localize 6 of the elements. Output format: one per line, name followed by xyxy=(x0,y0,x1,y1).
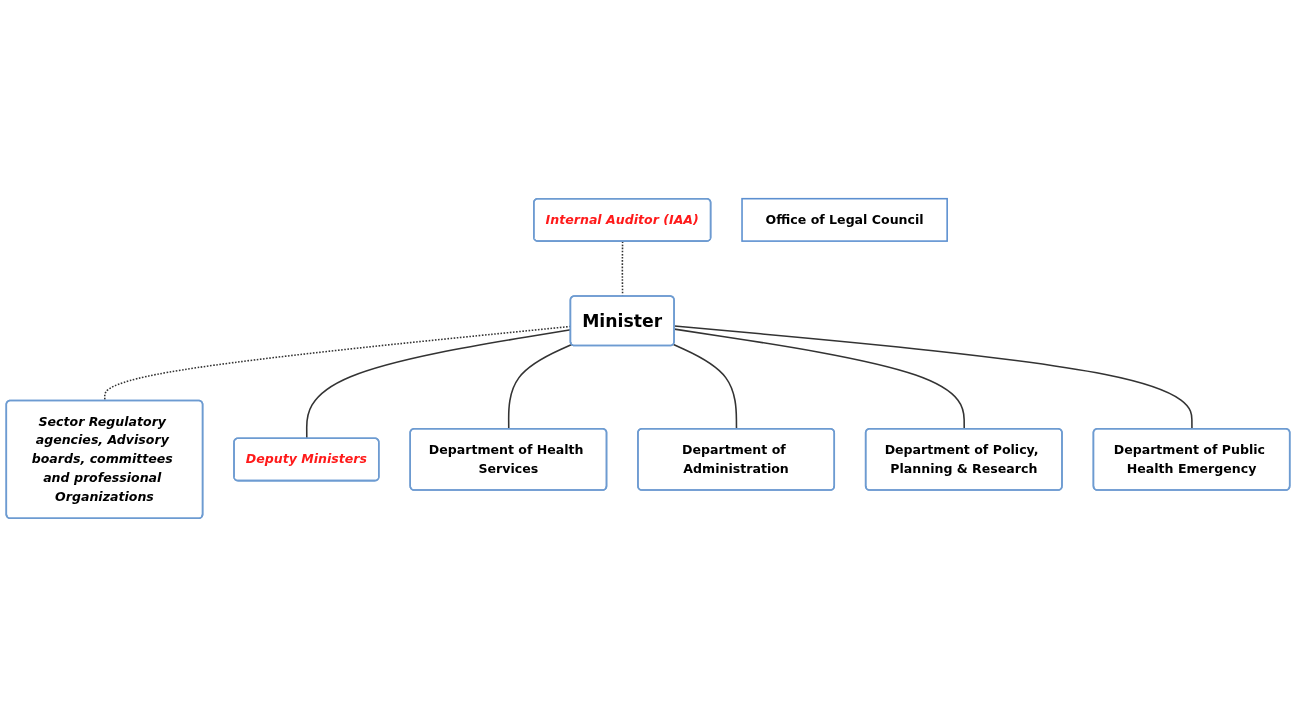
connector xyxy=(672,343,738,430)
connector xyxy=(507,343,573,430)
node-box: Office of Legal Council xyxy=(741,197,948,242)
connector xyxy=(673,328,965,430)
connector xyxy=(305,329,572,440)
connector xyxy=(673,325,1193,430)
